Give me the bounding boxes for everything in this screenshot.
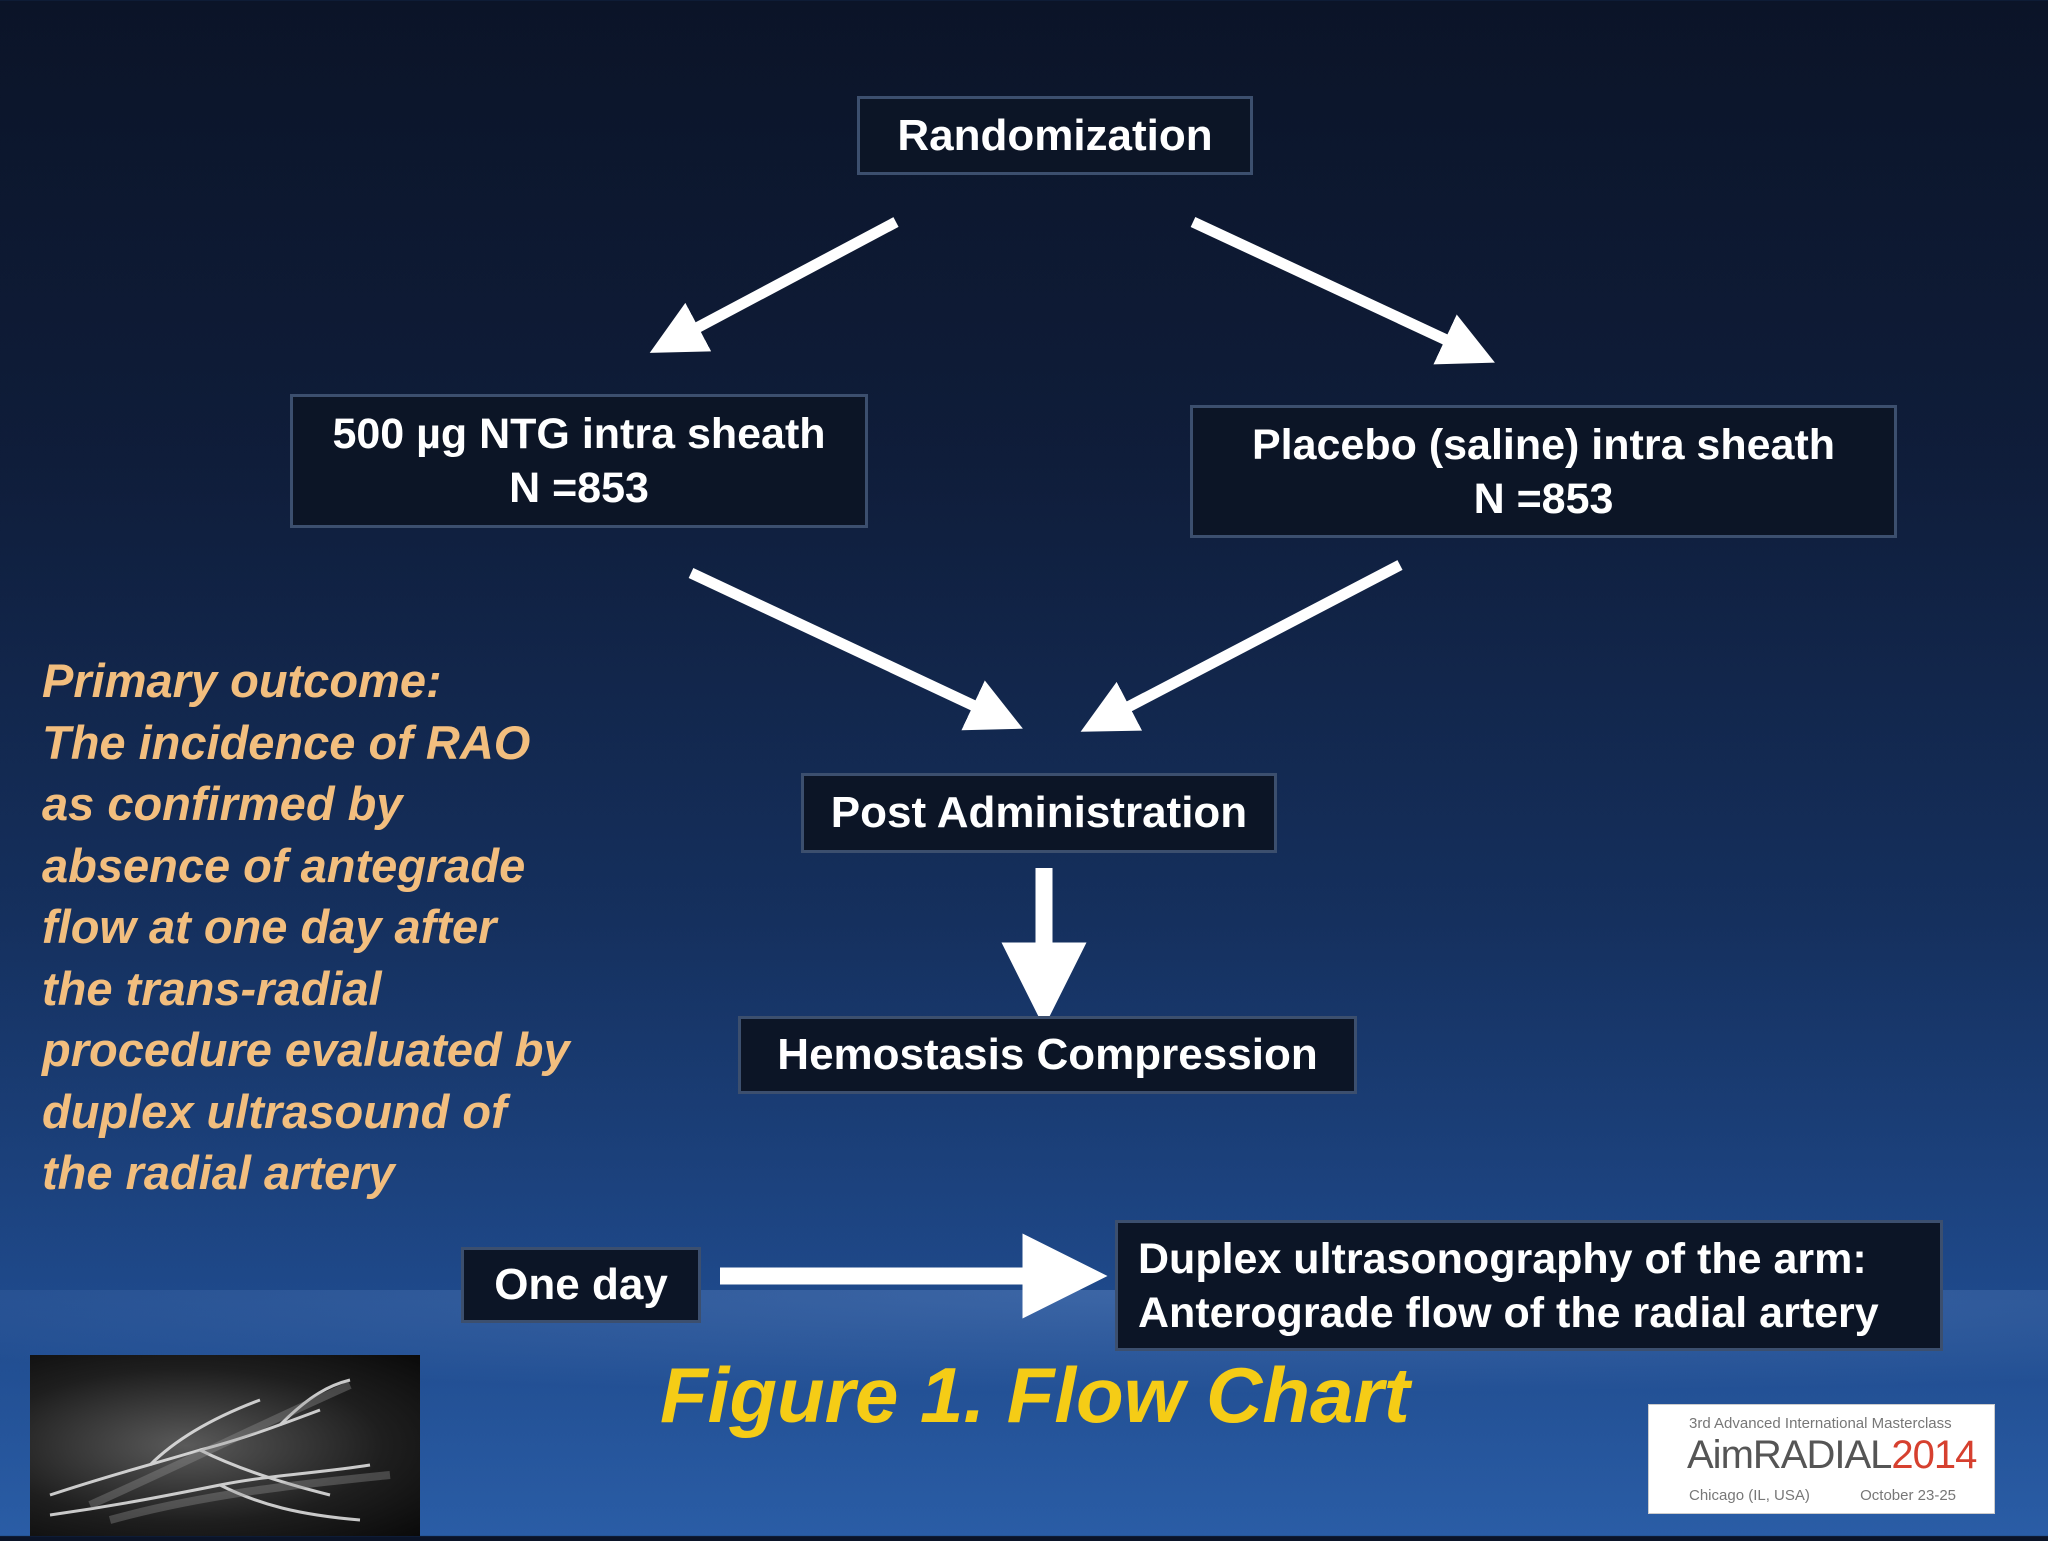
aimradial-logo: 3rd Advanced International Masterclass A…: [1648, 1404, 1995, 1514]
logo-location: Chicago (IL, USA): [1689, 1487, 1810, 1504]
one-day-box: One day: [461, 1247, 701, 1323]
randomization-label: Randomization: [897, 110, 1213, 160]
arrow-randomization-to-ntg: [649, 217, 899, 353]
outcome-line: duplex ultrasound of: [42, 1084, 507, 1138]
placebo-arm-box: Placebo (saline) intra sheath N =853: [1190, 405, 1897, 538]
ntg-arm-count: N =853: [509, 464, 649, 512]
ntg-arm-box: 500 µg NTG intra sheath N =853: [290, 394, 868, 528]
ntg-arm-label: 500 µg NTG intra sheath: [332, 410, 826, 458]
placebo-arm-label: Placebo (saline) intra sheath: [1251, 420, 1836, 469]
logo-brand-prefix: Aim: [1687, 1433, 1754, 1477]
hemostasis-label: Hemostasis Compression: [777, 1030, 1318, 1079]
outcome-line: the radial artery: [42, 1146, 395, 1199]
outcome-line: flow at one day after: [42, 900, 497, 953]
outcome-line: procedure evaluated by: [42, 1023, 570, 1076]
hand-angiogram-image: [30, 1355, 420, 1536]
placebo-arm-count: N =853: [1473, 474, 1614, 523]
one-day-label: One day: [494, 1260, 668, 1309]
hand-vessels-drawing: [49, 1378, 391, 1524]
arrow-placebo-to-post: [1080, 560, 1403, 732]
figure-caption: Figure 1. Flow Chart: [660, 1351, 1410, 1439]
arrow-ntg-to-post: [688, 568, 1023, 731]
post-administration-box: Post Administration: [801, 773, 1277, 853]
randomization-box: Randomization: [857, 96, 1253, 175]
outcome-line: The incidence of RAO: [42, 715, 531, 769]
outcome-line: as confirmed by: [42, 777, 403, 830]
arrow-randomization-to-placebo: [1190, 217, 1495, 365]
logo-dates: October 23-25: [1860, 1487, 1956, 1504]
duplex-detail: Anterograde flow of the radial artery: [1138, 1288, 1879, 1337]
outcome-line: the trans-radial: [42, 961, 382, 1015]
duplex-box: Duplex ultrasonography of the arm: Anter…: [1115, 1220, 1943, 1351]
logo-brand-name: RADIAL: [1752, 1433, 1892, 1477]
logo-event-line: 3rd Advanced International Masterclass: [1689, 1415, 1952, 1432]
primary-outcome-text: Primary outcome: The incidence of RAO as…: [42, 650, 682, 1204]
logo-brand-year: 2014: [1891, 1433, 1977, 1477]
hemostasis-box: Hemostasis Compression: [738, 1016, 1357, 1094]
duplex-title: Duplex ultrasonography of the arm:: [1138, 1234, 1867, 1283]
outcome-line: Primary outcome:: [42, 654, 442, 707]
post-administration-label: Post Administration: [830, 788, 1248, 837]
outcome-line: absence of antegrade: [42, 838, 526, 892]
logo-brand: AimRADIAL2014: [1687, 1433, 1977, 1478]
